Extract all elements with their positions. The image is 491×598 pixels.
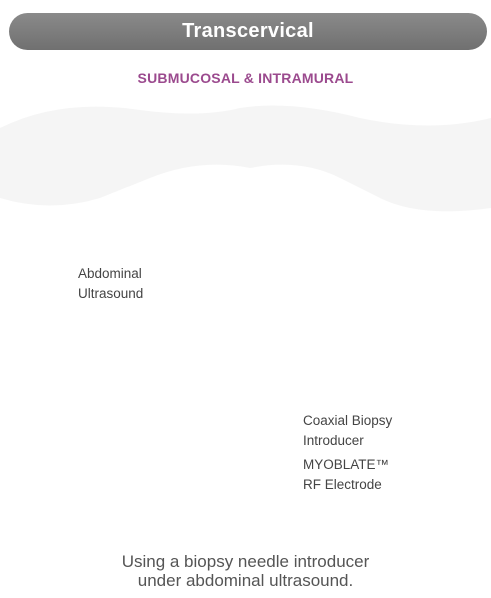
procedure-subtitle: SUBMUCOSAL & INTRAMURAL [0,70,491,86]
procedure-caption: Using a biopsy needle introducer under a… [0,552,491,590]
uterus-illustration [0,88,491,550]
label-abdominal-ultrasound: Abdominal Ultrasound [78,264,143,304]
page-title: Transcervical [182,20,314,43]
label-coaxial-biopsy-introducer: Coaxial Biopsy Introducer [303,411,392,451]
background-anatomy [0,106,491,212]
label-myoblate-rf-electrode: MYOBLATE™ RF Electrode [303,455,389,495]
header-banner: Transcervical [9,13,487,50]
